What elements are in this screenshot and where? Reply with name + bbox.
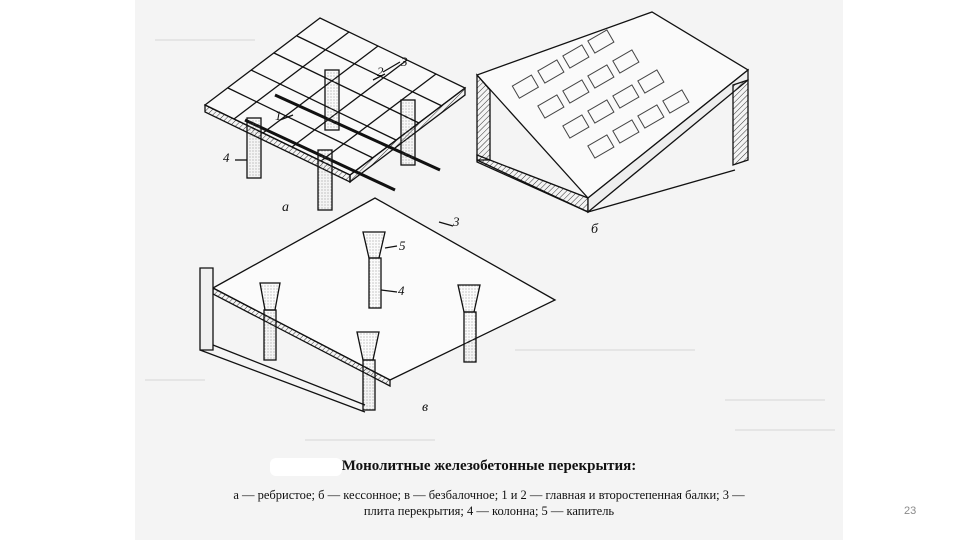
scanned-figure: а б в 1 2 3 4 3 4 5 Монолитные железобет… bbox=[135, 0, 843, 540]
label-2: 2 bbox=[377, 64, 384, 79]
label-5: 5 bbox=[399, 238, 406, 253]
label-4-top: 4 bbox=[223, 150, 230, 165]
beamless-floor-diagram bbox=[199, 197, 557, 413]
label-v: в bbox=[422, 400, 429, 415]
caption-line-2: плита перекрытия; 4 — колонна; 5 — капит… bbox=[363, 504, 615, 518]
page-number: 23 bbox=[904, 505, 917, 517]
scan-noise bbox=[145, 39, 835, 441]
ribbed-floor-diagram bbox=[203, 17, 467, 211]
label-1: 1 bbox=[275, 108, 282, 123]
label-4-bottom: 4 bbox=[398, 283, 405, 298]
scan-smudge bbox=[270, 458, 342, 476]
label-3-top: 3 bbox=[401, 54, 408, 69]
coffered-floor-diagram bbox=[475, 11, 750, 214]
figure-caption-title: Монолитные железобетонные перекрытия: bbox=[341, 458, 637, 474]
caption-line-1: а — ребристое; б — кессонное; в — безбал… bbox=[233, 488, 745, 502]
label-a: а bbox=[282, 200, 289, 215]
label-3-bottom: 3 bbox=[453, 214, 460, 229]
label-b: б bbox=[591, 222, 599, 237]
floor-structures-drawing bbox=[145, 11, 835, 441]
figure-caption-body: а — ребристое; б — кессонное; в — безбал… bbox=[135, 487, 843, 519]
